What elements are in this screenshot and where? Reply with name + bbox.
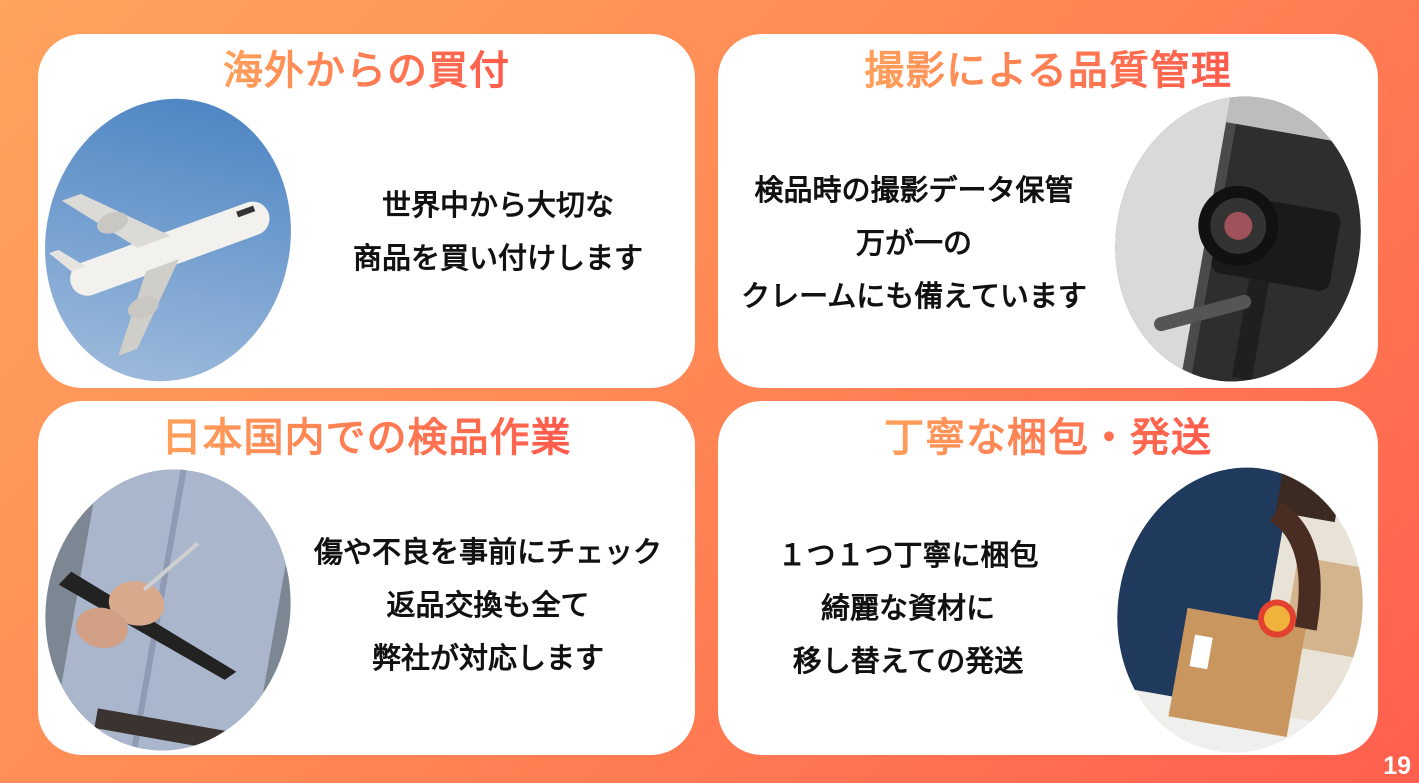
card-domestic-inspection: 日本国内での検品作業 傷や不良を事前にチェック 返品交換も全て 弊社が対応します — [38, 401, 695, 755]
card-description: 傷や不良を事前にチェック 返品交換も全て 弊社が対応します — [313, 535, 662, 675]
airplane-photo — [38, 75, 317, 388]
card-title: 海外からの買付 — [223, 48, 510, 94]
packing-photo — [1095, 447, 1378, 755]
card-careful-packing-shipping: 丁寧な梱包・発送 １つ１つ丁寧に梱包 綺麗な資材に 移し替えての発送 — [718, 401, 1378, 755]
inspector-photo — [38, 449, 313, 755]
card-title: 撮影による品質管理 — [864, 48, 1232, 94]
card-description: １つ１つ丁寧に梱包 綺麗な資材に 移し替えての発送 — [777, 538, 1039, 678]
page-number: 19 — [1383, 752, 1411, 780]
card-title: 日本国内での検品作業 — [161, 415, 572, 461]
card-overseas-purchasing: 海外からの買付 世界中から大切な 商品を買い付けします — [38, 34, 695, 388]
card-photo-quality-control: 撮影による品質管理 検品時の撮影データ保管 万が一の クレームにも備えています — [718, 34, 1378, 388]
card-description: 検品時の撮影データ保管 万が一の クレームにも備えています — [741, 173, 1087, 313]
card-description: 世界中から大切な 商品を買い付けします — [352, 188, 643, 275]
camera-photo — [1093, 76, 1378, 388]
card-title: 丁寧な梱包・発送 — [884, 415, 1212, 461]
